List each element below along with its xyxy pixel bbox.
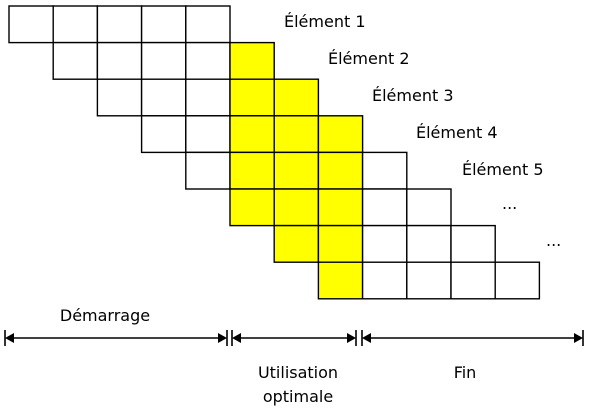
- grid-cell: [361, 261, 408, 300]
- startup-phase-arrow: [4, 330, 228, 346]
- end-phase-arrow: [361, 330, 584, 346]
- grid-cell: [52, 5, 99, 44]
- row-label-6: ...: [502, 194, 517, 213]
- startup-phase-label: Démarrage: [60, 306, 150, 325]
- grid-cell: [494, 261, 541, 300]
- row-label-5: Élément 5: [462, 160, 544, 179]
- end-phase-label: Fin: [454, 363, 477, 382]
- arrow-left-head: [362, 333, 371, 343]
- optimal-phase-label-line1: Utilisation: [258, 363, 338, 382]
- grid-cell: [406, 224, 452, 263]
- arrow-right-head: [574, 333, 583, 343]
- optimal-cell: [317, 151, 364, 190]
- grid-cell: [450, 261, 496, 300]
- optimal-cell: [273, 151, 320, 190]
- optimal-phase-label-line2: optimale: [263, 387, 333, 406]
- row-label-4: Élément 4: [416, 123, 498, 142]
- optimal-cell: [317, 115, 364, 154]
- grid-cell: [361, 224, 408, 263]
- optimal-cell: [229, 188, 275, 227]
- grid-cell: [406, 188, 452, 227]
- optimal-cell: [229, 115, 275, 154]
- optimal-cell: [273, 188, 320, 227]
- grid-cell: [8, 5, 54, 44]
- arrow-right-head: [347, 333, 356, 343]
- phase-axis: Démarrage Utilisation optimale Fin: [4, 306, 584, 406]
- grid-cell: [185, 151, 231, 190]
- cell-grid: [8, 5, 541, 300]
- grid-cell: [185, 41, 231, 80]
- row-label-3: Élément 3: [372, 86, 454, 105]
- grid-cell: [52, 41, 99, 80]
- grid-cell: [96, 41, 143, 80]
- grid-cell: [185, 78, 231, 117]
- grid-cell: [140, 115, 187, 154]
- grid-cell: [185, 5, 231, 44]
- optimal-cell: [229, 151, 275, 190]
- optimal-cell: [317, 224, 364, 263]
- optimal-cell: [317, 261, 364, 300]
- arrow-right-head: [218, 333, 227, 343]
- grid-cell: [361, 151, 408, 190]
- optimal-cell: [229, 41, 275, 80]
- grid-cell: [406, 261, 452, 300]
- arrow-left-head: [5, 333, 14, 343]
- optimal-cell: [229, 78, 275, 117]
- row-label-1: Élément 1: [284, 12, 366, 31]
- optimal-cell: [273, 224, 320, 263]
- optimal-cell: [273, 115, 320, 154]
- grid-cell: [361, 188, 408, 227]
- row-labels: Élément 1 Élément 2 Élément 3 Élément 4 …: [284, 12, 561, 250]
- grid-cell: [140, 78, 187, 117]
- grid-cell: [96, 5, 143, 44]
- grid-cell: [96, 78, 143, 117]
- arrow-left-head: [232, 333, 241, 343]
- grid-cell: [450, 224, 496, 263]
- row-label-2: Élément 2: [328, 49, 410, 68]
- optimal-phase-arrow: [231, 330, 357, 346]
- grid-cell: [185, 115, 231, 154]
- grid-cell: [140, 41, 187, 80]
- optimal-cell: [273, 78, 320, 117]
- grid-cell: [140, 5, 187, 44]
- row-label-7: ...: [546, 231, 561, 250]
- optimal-cell: [317, 188, 364, 227]
